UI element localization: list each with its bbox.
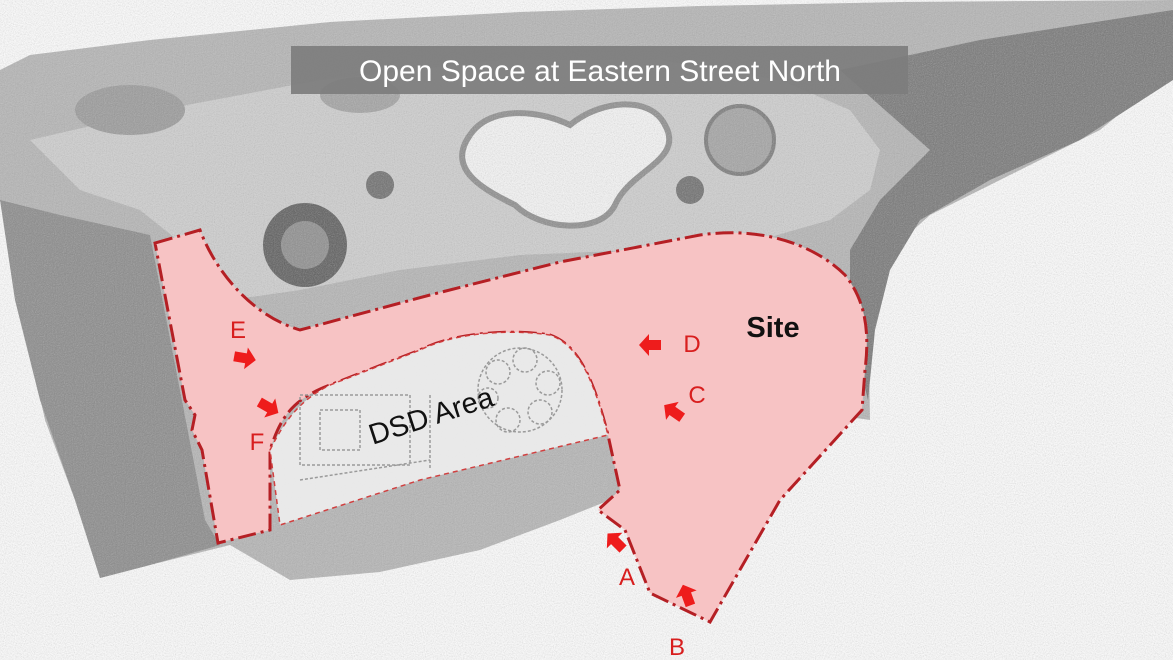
map-title-text: Open Space at Eastern Street North — [359, 55, 841, 88]
viewpoint-d-arrow — [639, 334, 661, 356]
dsd-area: DSD Area — [269, 331, 609, 526]
site-boundary — [153, 228, 869, 624]
viewpoint-b-arrow — [675, 584, 697, 608]
dsd-boundary — [269, 331, 609, 526]
viewpoint-f-arrow — [256, 397, 279, 418]
viewpoint-f-label: F — [250, 429, 265, 456]
viewpoint-b-label: B — [669, 634, 685, 660]
map-title: Open Space at Eastern Street North — [291, 46, 908, 94]
viewpoint-c-arrow — [664, 401, 686, 422]
site-label: Site — [746, 312, 799, 344]
viewpoint-d-label: D — [683, 331, 700, 358]
viewpoint-c-label: C — [688, 382, 705, 409]
viewpoint-e-arrow — [233, 347, 256, 370]
viewpoint-a-label: A — [619, 564, 635, 591]
viewpoint-a-arrow — [606, 532, 627, 553]
viewpoint-e-label: E — [230, 317, 246, 344]
